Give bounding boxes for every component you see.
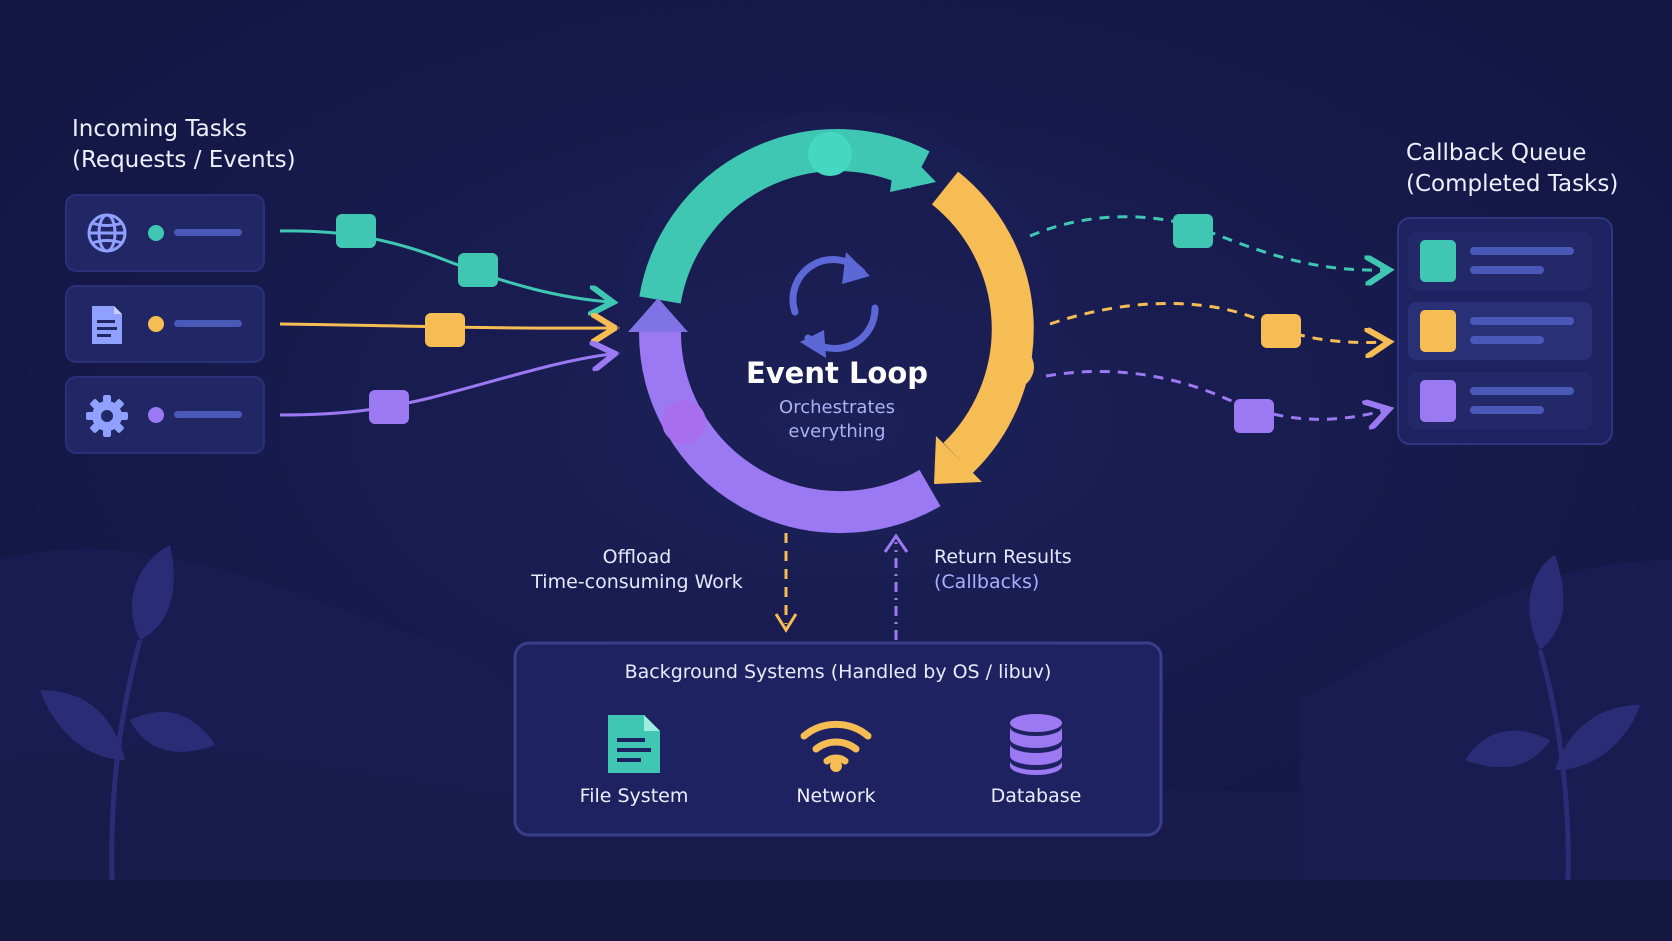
callback-arrow (1049, 301, 1386, 342)
return-results-label: Return Results (Callbacks) (934, 545, 1072, 595)
incoming-title-line2: (Requests / Events) (72, 147, 296, 173)
return-line2: (Callbacks) (934, 571, 1040, 593)
system-label-database: Database (990, 785, 1082, 807)
incoming-title-line1: Incoming Tasks (72, 116, 247, 142)
text-placeholder (174, 320, 242, 327)
ring-node (808, 132, 852, 176)
return-line1: Return Results (934, 546, 1072, 568)
result-token (1173, 214, 1213, 248)
event-loop-subtitle: Orchestrates everything (737, 396, 937, 444)
status-dot (148, 225, 164, 241)
callback-queue-panel (1397, 217, 1613, 445)
globe-icon (87, 213, 127, 253)
task-token (458, 253, 498, 287)
event-loop-subtitle-line1: Orchestrates (779, 397, 895, 418)
ring-node (990, 345, 1034, 389)
incoming-arrow (279, 354, 612, 417)
plant-left-icon (40, 545, 215, 881)
refresh-arrowhead (800, 330, 826, 358)
database-icon (1010, 714, 1062, 775)
ring-arrowhead (890, 142, 936, 192)
plant-right-icon (1465, 555, 1640, 881)
gear-icon (86, 395, 128, 437)
system-label-file-system: File System (579, 785, 689, 807)
result-token (1234, 399, 1274, 433)
task-token (369, 390, 409, 424)
offload-label: Offload Time-consuming Work (520, 545, 754, 595)
task-token (336, 214, 376, 248)
callback-title-line2: (Completed Tasks) (1406, 171, 1619, 197)
background-systems-title: Background Systems (Handled by OS / libu… (624, 661, 1052, 683)
incoming-task-card[interactable] (65, 194, 265, 272)
refresh-arrowhead (842, 252, 870, 284)
incoming-arrow (279, 229, 610, 302)
offload-arrow (774, 533, 798, 633)
offload-line1: Offload (602, 546, 672, 568)
result-token (1261, 314, 1301, 348)
text-placeholder (174, 411, 242, 418)
file-icon (608, 715, 660, 773)
return-arrow (883, 533, 909, 640)
status-dot (148, 407, 164, 423)
ring-arrowhead (934, 436, 982, 484)
ground (0, 880, 1672, 941)
system-label-network: Network (796, 785, 876, 807)
event-loop-title: Event Loop (745, 356, 929, 390)
offload-line2: Time-consuming Work (531, 571, 743, 593)
incoming-task-card[interactable] (65, 376, 265, 454)
callback-title-line1: Callback Queue (1406, 140, 1587, 166)
ring-node (662, 400, 706, 444)
queue-item-swatch (1420, 310, 1456, 352)
document-icon (92, 306, 122, 344)
wifi-icon (800, 720, 872, 765)
status-dot (148, 316, 164, 332)
event-loop-subtitle-line2: everything (788, 421, 886, 442)
text-placeholder (174, 229, 242, 236)
callback-queue-title: Callback Queue (Completed Tasks) (1406, 138, 1618, 200)
queue-item-swatch (1420, 380, 1456, 422)
callback-arrow (1045, 369, 1386, 419)
incoming-task-list (65, 194, 265, 454)
incoming-tasks-title: Incoming Tasks (Requests / Events) (72, 114, 296, 176)
ring-arrowhead (628, 298, 688, 332)
queue-item-swatch (1420, 240, 1456, 282)
wifi-dot (830, 760, 842, 772)
task-token (425, 313, 465, 347)
